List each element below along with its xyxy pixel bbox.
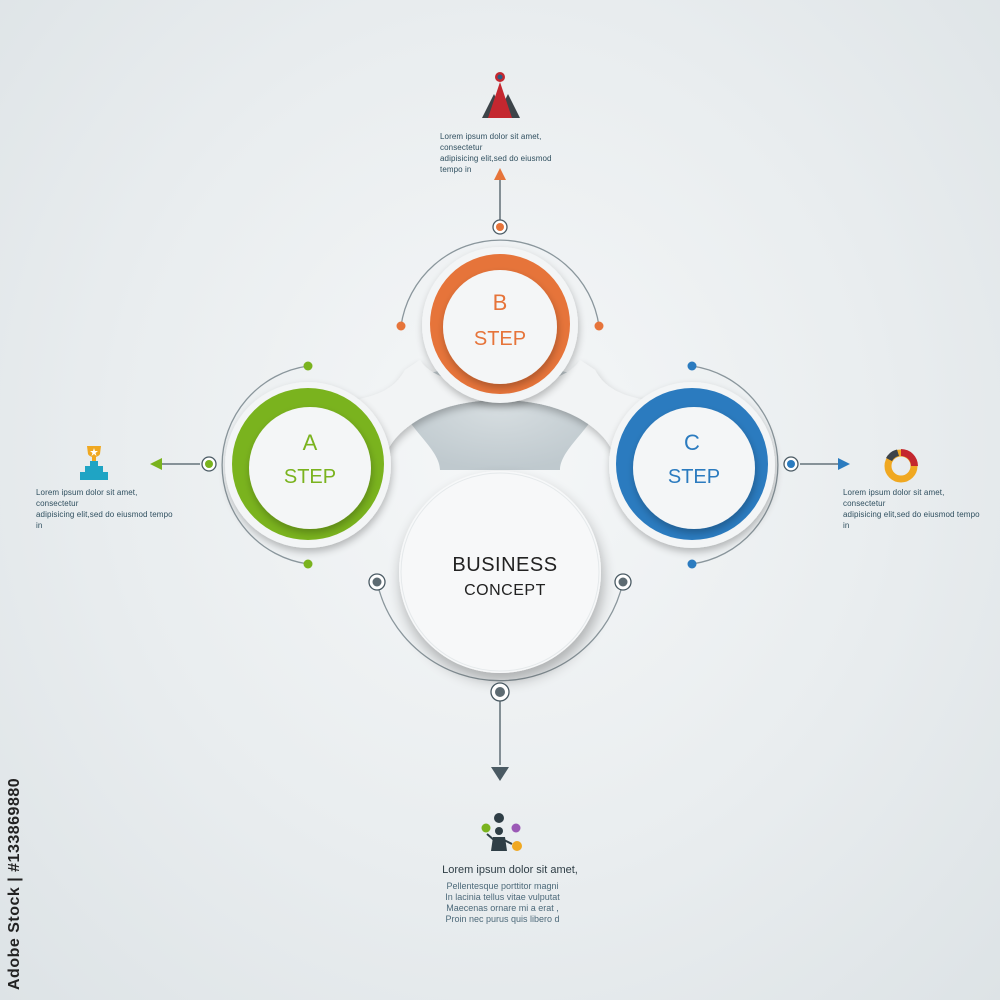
bottom-title: Lorem ipsum dolor sit amet,	[442, 864, 578, 876]
arrow-left-a	[150, 458, 162, 470]
center-disc	[399, 471, 601, 673]
step-b-text-line2: adipisicing elit,sed do eiusmod tempo in	[440, 154, 552, 174]
step-a-text: Lorem ipsum dolor sit amet, consectetur …	[36, 487, 176, 531]
dot-a-top	[303, 361, 313, 371]
step-c-word: STEP	[667, 466, 721, 488]
orbit-arc-c	[691, 365, 779, 565]
center-line1: BUSINESS	[452, 554, 558, 576]
step-c-text: Lorem ipsum dolor sit amet, consectetur …	[843, 487, 983, 531]
arrow-up-b	[494, 168, 506, 180]
orbit-arc-a	[221, 365, 309, 565]
mountain-flag-icon	[482, 72, 520, 118]
step-a-word: STEP	[283, 466, 337, 488]
ring-nodes	[201, 219, 799, 702]
orbit-arc-b	[400, 239, 600, 327]
step-c-disc	[609, 382, 775, 548]
step-b-text: Lorem ipsum dolor sit amet, consectetur …	[440, 131, 570, 175]
step-b-letter: B	[492, 290, 508, 315]
step-a-text-line2: adipisicing elit,sed do eiusmod tempo in	[36, 510, 173, 530]
orbit-arc-center	[376, 581, 624, 682]
stock-id-text: Adobe Stock | #133869880	[6, 777, 23, 990]
orbit-lines	[221, 239, 779, 682]
dot-b-right	[594, 321, 604, 331]
bottom-line-3: Maecenas ornare mi a erat ,	[446, 903, 559, 913]
step-c-text-line2: adipisicing elit,sed do eiusmod tempo in	[843, 510, 980, 530]
bottom-line-2: In lacinia tellus vitae vulputat	[445, 892, 560, 902]
center-line2: CONCEPT	[464, 582, 546, 599]
arrow-right-c	[838, 458, 850, 470]
stock-id-watermark: Adobe Stock | #133869880	[6, 760, 36, 990]
step-a-disc	[225, 382, 391, 548]
step-a-text-line1: Lorem ipsum dolor sit amet, consectetur	[36, 488, 138, 508]
step-b-word: STEP	[473, 328, 527, 350]
businessman-finance-icon	[481, 813, 522, 851]
arrow-down-center	[491, 767, 509, 781]
step-a-letter: A	[302, 430, 318, 455]
arrow-connectors	[150, 168, 850, 781]
bottom-line-1: Pellentesque porttitor magni	[446, 881, 559, 891]
dot-b-left	[396, 321, 406, 331]
donut-chart-icon	[884, 449, 918, 483]
step-c-text-line1: Lorem ipsum dolor sit amet, consectetur	[843, 488, 945, 508]
dot-a-bottom	[303, 559, 313, 569]
step-c-letter: C	[684, 430, 700, 455]
trophy-podium-icon	[80, 446, 108, 480]
dot-c-top	[687, 361, 697, 371]
step-b-text-line1: Lorem ipsum dolor sit amet, consectetur	[440, 132, 542, 152]
dot-c-bottom	[687, 559, 697, 569]
connector-blob	[355, 360, 645, 450]
step-b-disc	[422, 247, 578, 403]
bottom-lines: Pellentesque porttitor magni In lacinia …	[430, 881, 575, 925]
bottom-line-4: Proin nec purus quis libero d	[445, 914, 560, 924]
